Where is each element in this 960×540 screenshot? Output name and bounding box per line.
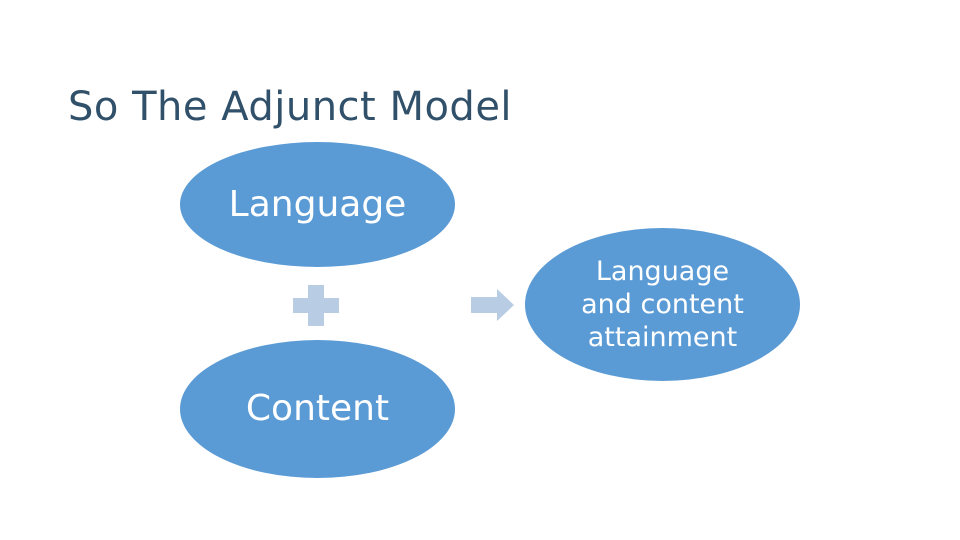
page-title: So The Adjunct Model	[68, 83, 513, 130]
outcome-line-3: attainment	[587, 322, 738, 353]
diagram-node-language[interactable]: Language	[180, 142, 455, 267]
outcome-line-1: Language	[595, 256, 730, 287]
diagram-node-outcome-label: Language and content attainment	[581, 255, 744, 354]
right-arrow-icon	[471, 289, 514, 321]
diagram-node-content[interactable]: Content	[180, 340, 455, 478]
outcome-line-2: and content	[581, 289, 744, 320]
diagram-node-outcome[interactable]: Language and content attainment	[525, 228, 800, 381]
diagram-node-content-label: Content	[245, 388, 390, 429]
plus-icon-vertical-bar	[308, 285, 324, 326]
plus-icon	[293, 285, 339, 326]
diagram-node-language-label: Language	[228, 183, 407, 225]
